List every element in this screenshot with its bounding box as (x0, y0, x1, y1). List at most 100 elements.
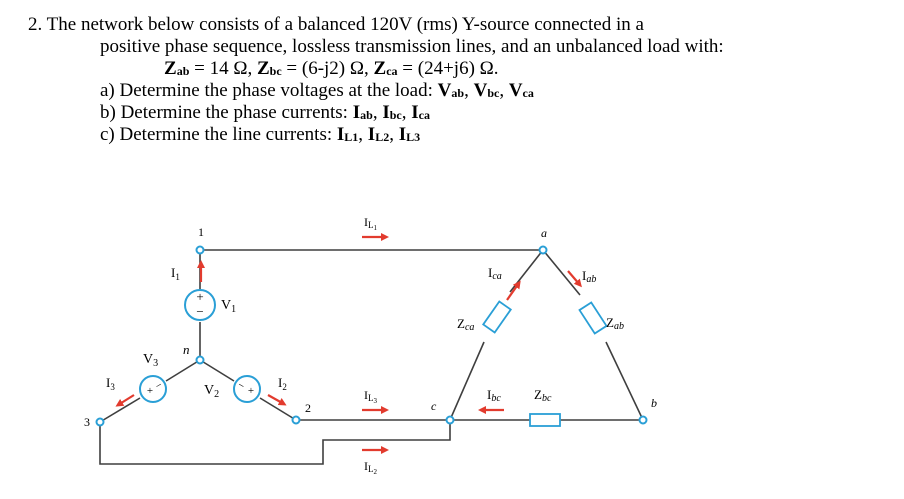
source-2-lower-wire (259, 397, 297, 421)
source-v2: − + (233, 375, 261, 403)
separator: , (372, 102, 383, 123)
zca-subscript: ca (386, 64, 398, 78)
il1-subscript: L1 (344, 130, 359, 144)
ibc-symbol: I (382, 102, 390, 123)
zca-upper-wire (509, 249, 544, 293)
zab-subscript: ab (176, 64, 190, 78)
load-impedance-labels: Zca Zab Zbc (457, 315, 624, 404)
ica-subscript: ca (418, 108, 430, 122)
il2-subscript: L2 (375, 130, 390, 144)
source-3-upper-wire (165, 359, 201, 382)
problem-line-1: 2. The network below consists of a balan… (28, 14, 644, 35)
zab-upper-wire (542, 249, 581, 296)
node-3-label: 3 (84, 415, 90, 429)
vca-subscript: ca (522, 86, 534, 100)
line-current-labels: IL1 IL3 IL2 (364, 215, 378, 476)
il3-subscript: L3 (406, 130, 421, 144)
iab-label: Iab (582, 268, 596, 285)
zbc-subscript: bc (269, 64, 282, 78)
zca-value: = (24+j6) Ω. (397, 58, 499, 79)
impedances (481, 300, 608, 427)
source-current-labels: I1 I3 I2 (106, 265, 287, 392)
question-a-text: a) Determine the phase voltages at the l… (100, 80, 438, 101)
zab-lower-wire (605, 341, 644, 421)
i1-label: I1 (171, 265, 180, 282)
node-c-label: c (431, 399, 437, 413)
line-3-wire (99, 420, 451, 465)
v3-plus: + (147, 385, 153, 397)
il2-label: IL2 (364, 459, 378, 476)
il2-symbol: I (367, 124, 376, 145)
current-arrows (115, 233, 582, 454)
v1-label: V1 (221, 298, 236, 315)
node-b (638, 415, 648, 425)
vab-subscript: ab (451, 86, 465, 100)
zab-label: Zab (606, 315, 624, 332)
zbc-symbol: Z (256, 58, 270, 79)
i2-arrow (267, 394, 287, 406)
ibc-label: Ibc (487, 387, 501, 404)
v2-label: V2 (204, 383, 219, 400)
problem-line-2: positive phase sequence, lossless transm… (100, 36, 724, 57)
zbc-box (529, 413, 561, 427)
load-current-labels: Ica Iab Ibc (487, 265, 596, 404)
zca-lower-wire (449, 341, 485, 421)
separator: , (401, 102, 412, 123)
nodes (95, 245, 648, 427)
separator: , (499, 80, 509, 101)
v2-plus: + (248, 385, 254, 397)
node-b-label: b (651, 396, 657, 410)
node-a (538, 245, 548, 255)
source-v3: + − (139, 375, 167, 403)
iab-symbol: I (352, 102, 361, 123)
v2-minus: − (235, 379, 246, 393)
ica-symbol: I (411, 102, 419, 123)
zca-symbol: Z (373, 58, 387, 79)
i3-label: I3 (106, 375, 115, 392)
zca-label: Zca (457, 316, 474, 333)
source-v1: + − (184, 289, 216, 321)
source-3-lower-wire (99, 397, 141, 423)
node-labels: 1 n 3 2 a b c (84, 225, 657, 429)
question-b: b) Determine the phase currents: Iab, Ib… (100, 102, 430, 125)
node-a-label: a (541, 226, 547, 240)
vbc-subscript: bc (487, 86, 500, 100)
separator: , (389, 124, 399, 145)
zab-value: = 14 Ω, (189, 58, 257, 79)
iab-arrow (567, 270, 582, 288)
ibc-subscript: bc (389, 108, 402, 122)
question-c-text: c) Determine the line currents: (100, 124, 337, 145)
iab-subscript: ab (360, 108, 373, 122)
zbc-value: = (6-j2) Ω, (281, 58, 374, 79)
v3-label: V3 (143, 352, 158, 369)
node-1 (195, 245, 205, 255)
zca-box (481, 300, 513, 334)
source-labels: V1 V3 V2 (143, 298, 236, 400)
i2-label: I2 (278, 375, 287, 392)
zab-box (578, 301, 608, 335)
question-b-text: b) Determine the phase currents: (100, 102, 353, 123)
il3-label: IL3 (364, 388, 378, 405)
question-c: c) Determine the line currents: IL1, IL2… (100, 124, 420, 147)
voltage-sources: + − + − − + (139, 289, 261, 403)
vca-symbol: V (508, 80, 523, 101)
question-a: a) Determine the phase voltages at the l… (100, 80, 534, 103)
zbc-label: Zbc (534, 387, 552, 404)
il3-symbol: I (398, 124, 407, 145)
source-2-upper-wire (199, 359, 235, 382)
separator: , (358, 124, 368, 145)
node-1-label: 1 (198, 225, 204, 239)
node-3 (95, 417, 105, 427)
node-2-label: 2 (305, 401, 311, 415)
vbc-symbol: V (473, 80, 488, 101)
zab-symbol: Z (164, 58, 177, 79)
i3-arrow (115, 394, 135, 407)
node-n-label: n (183, 342, 190, 357)
impedance-values-line: Zab = 14 Ω, Zbc = (6-j2) Ω, Zca = (24+j6… (164, 58, 499, 81)
ica-arrow (506, 280, 521, 301)
node-c (445, 415, 455, 425)
vab-symbol: V (437, 80, 452, 101)
v1-plus: + (196, 289, 203, 304)
v3-minus: − (153, 379, 164, 393)
